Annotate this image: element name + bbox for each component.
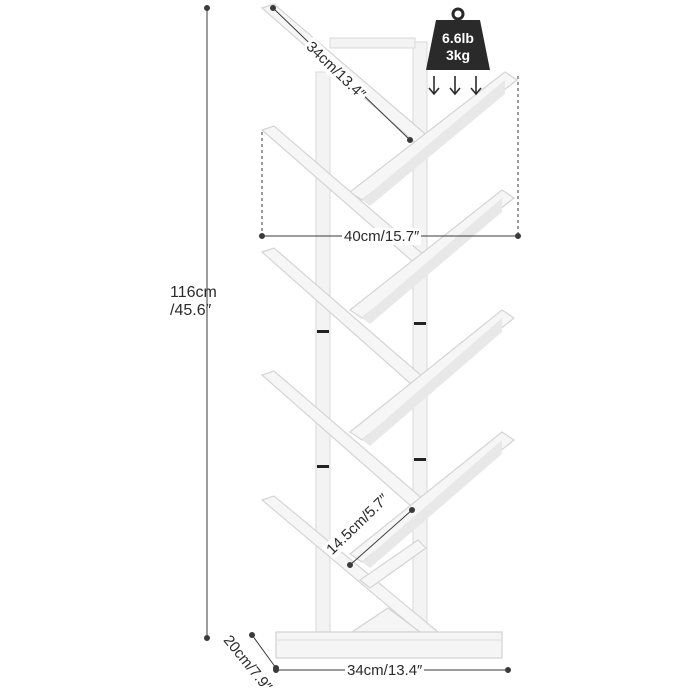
weight-kg-label: 3kg (445, 47, 471, 63)
base-width-label: 34cm/13.4″ (345, 662, 425, 679)
shelf-base (275, 607, 503, 659)
shelf-depth-line (349, 509, 413, 566)
weight-lb-label: 6.6lb (442, 30, 474, 46)
shelf-frame (315, 37, 428, 633)
width-label: 40cm/15.7″ (342, 228, 422, 245)
base-depth-line (251, 634, 277, 669)
shelves (260, 3, 519, 639)
down-arrows-icon (428, 76, 482, 96)
weight-body (426, 20, 490, 70)
top-crossbar (329, 37, 416, 49)
height-in-label: /45.6″ (170, 302, 212, 319)
weight-icon (426, 7, 490, 96)
height-cm-label: 116cm (170, 284, 217, 301)
height-label: 116cm /45.6″ (168, 284, 219, 320)
shelf-right-5 (358, 539, 427, 589)
shelf-left-2 (260, 125, 434, 269)
base-plate (275, 631, 503, 659)
